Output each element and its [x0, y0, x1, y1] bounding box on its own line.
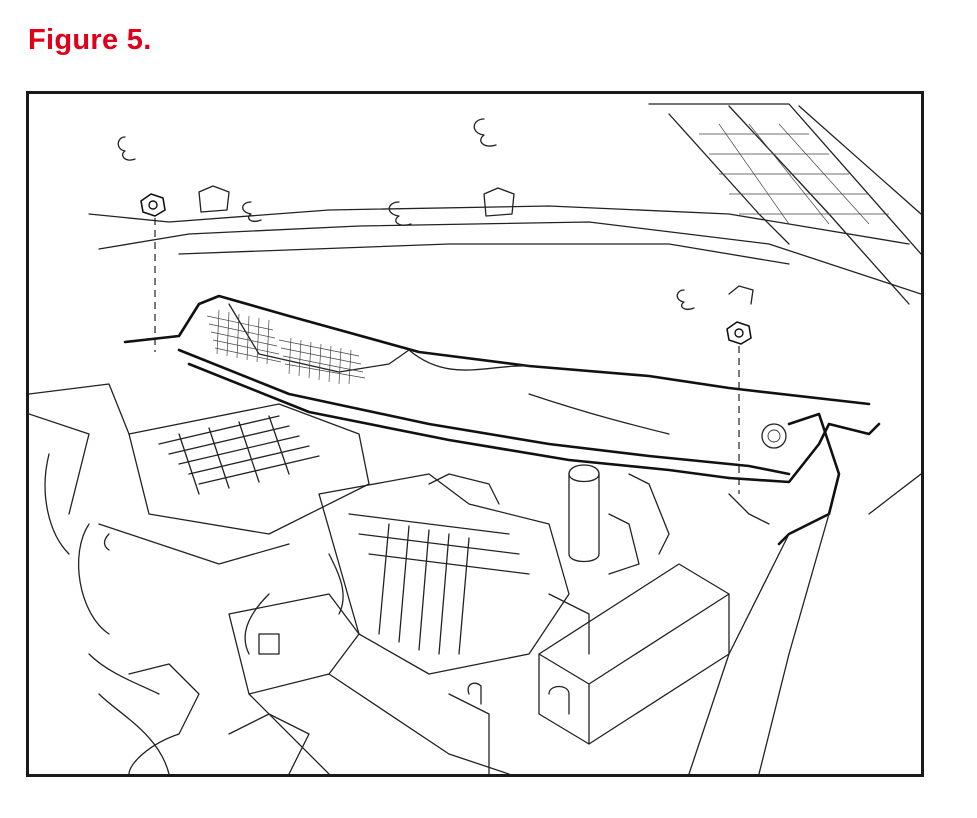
- nut-icon: [140, 193, 166, 217]
- air-cleaner-box: [318, 473, 570, 675]
- engine-cover: [77, 403, 370, 635]
- cowl-vent-mesh: [206, 309, 366, 385]
- figure-title: Figure 5.: [28, 24, 152, 56]
- hood-grid-panel: [699, 123, 889, 225]
- nut-icon: [726, 321, 752, 345]
- engine-bay-illustration: [29, 103, 921, 774]
- engine-components: [29, 383, 921, 774]
- brake-reservoir: [568, 423, 787, 563]
- hood-underside: [88, 103, 921, 310]
- figure-frame: [26, 91, 924, 777]
- cowl-top-panel: [123, 294, 881, 546]
